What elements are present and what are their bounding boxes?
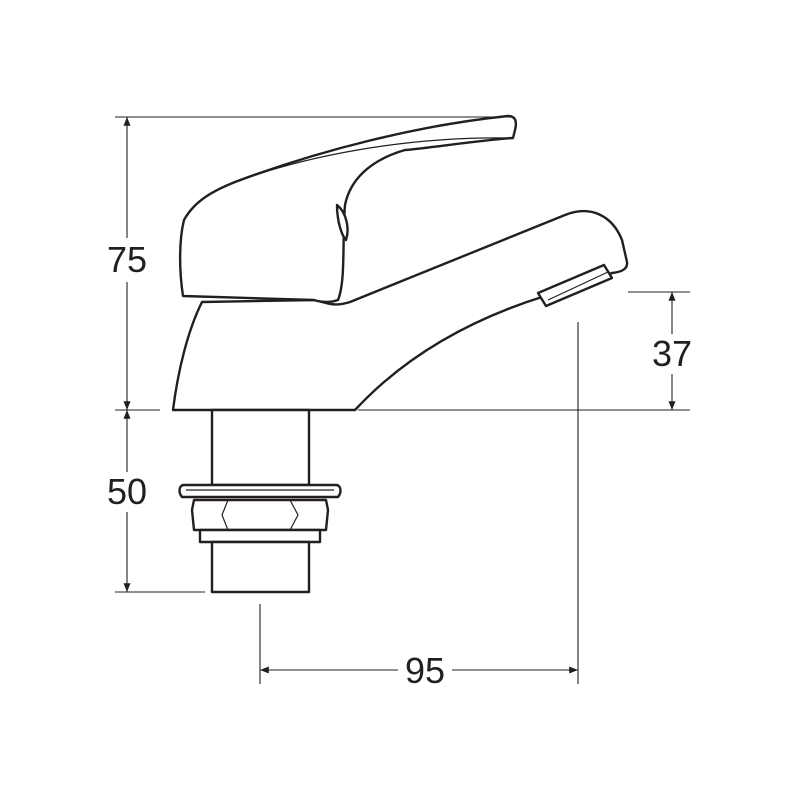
dim-label-75: 75 (107, 239, 147, 280)
spout-outline (171, 210, 629, 412)
tap-body (171, 210, 629, 412)
dim-label-50: 50 (107, 471, 147, 512)
shank-assembly (178, 408, 342, 594)
washer (178, 483, 342, 499)
lower-shank (210, 540, 311, 594)
extension-lines (115, 116, 690, 684)
dim-label-37: 37 (652, 333, 692, 374)
upper-shank (210, 408, 311, 487)
handle-outline (178, 114, 518, 304)
dim-label-95: 95 (405, 650, 445, 691)
hex-nut (190, 498, 330, 532)
pivot-cap (335, 203, 349, 242)
nut-collar (198, 528, 322, 544)
lever-handle (178, 114, 518, 304)
dimension-lines (123, 117, 676, 674)
